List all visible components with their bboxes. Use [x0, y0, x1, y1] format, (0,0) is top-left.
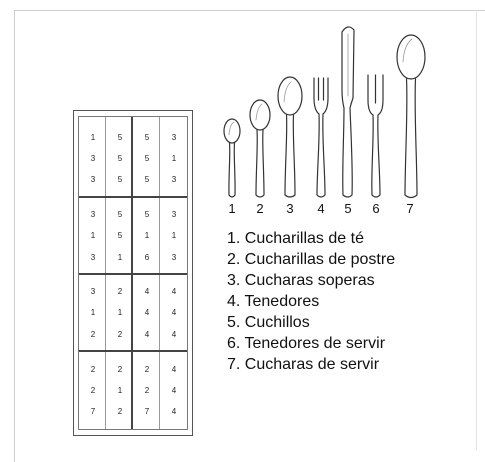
tray-cell: 5	[117, 231, 123, 240]
tray-cell: 4	[171, 287, 177, 296]
tray-cell: 1	[90, 231, 96, 240]
dessert-spoon-icon	[249, 99, 271, 198]
tray-cell: 1	[171, 154, 177, 163]
tray-cell: 5	[144, 210, 150, 219]
legend-item: 2. Cucharillas de postre	[227, 251, 396, 268]
tray-cell: 2	[90, 330, 96, 339]
teaspoon-icon	[223, 118, 241, 198]
legend-item: 1. Cucharillas de té	[227, 230, 364, 247]
tray-cell: 4	[171, 407, 177, 416]
tray-cell: 4	[171, 386, 177, 395]
tray-cell: 3	[90, 154, 96, 163]
tray-cell: 3	[171, 133, 177, 142]
legend-item: 3. Cucharas soperas	[227, 272, 375, 289]
legend-item: 7. Cucharas de servir	[227, 356, 380, 373]
tray-cell: 5	[144, 175, 150, 184]
legend-item: 4. Tenedores	[227, 293, 320, 310]
tray-cell: 5	[117, 210, 123, 219]
legend-item: 6. Tenedores de servir	[227, 335, 386, 352]
frame-left-line	[14, 10, 15, 462]
tray-section-divider-1	[79, 196, 187, 198]
tray-cell: 5	[117, 154, 123, 163]
tray-cell: 7	[144, 407, 150, 416]
tray-cell: 2	[90, 386, 96, 395]
tray-cell: 5	[144, 154, 150, 163]
soup-spoon-icon	[277, 76, 303, 198]
tray-cell: 2	[90, 365, 96, 374]
tray-cell: 1	[117, 386, 123, 395]
cutlery-illustration: 1 2 3 4 5 6 7	[215, 20, 440, 220]
tray-cell: 2	[117, 330, 123, 339]
tray-cell: 2	[144, 365, 150, 374]
cutlery-number: 4	[317, 201, 325, 216]
tray-cell: 4	[171, 365, 177, 374]
tray-cell: 3	[171, 253, 177, 262]
tray-cell: 2	[117, 287, 123, 296]
tray-cell: 4	[171, 308, 177, 317]
tray-cell: 5	[144, 133, 150, 142]
knife-icon	[341, 26, 355, 198]
tray-cell: 1	[144, 231, 150, 240]
tray-section-divider-3	[79, 350, 187, 352]
tray-cell: 1	[90, 133, 96, 142]
tray-cell: 3	[90, 287, 96, 296]
tray-cell: 3	[90, 175, 96, 184]
cutlery-legend: 1. Cucharillas de té 2. Cucharillas de p…	[227, 228, 395, 375]
tray-cell: 5	[117, 175, 123, 184]
cutlery-number: 5	[344, 201, 352, 216]
tray-cell: 4	[144, 330, 150, 339]
tray-cell: 4	[144, 287, 150, 296]
fork-icon	[313, 77, 329, 198]
tray-section-divider-2	[79, 273, 187, 275]
tray-cell: 3	[171, 210, 177, 219]
cutlery-number: 3	[286, 201, 294, 216]
tray-cell: 3	[171, 175, 177, 184]
tray-cell: 1	[117, 308, 123, 317]
cutlery-svg	[223, 26, 426, 199]
tray-cell: 1	[90, 308, 96, 317]
frame-right-line	[476, 10, 477, 450]
tray-cell: 2	[117, 407, 123, 416]
tray-cell: 1	[117, 253, 123, 262]
serving-spoon-icon	[396, 34, 426, 199]
tray-inner-border: 1 5 5 3 3 5 5 1 3 5 5 3 3 5 5 3 1 5 1 1 …	[78, 116, 188, 430]
tray-cell: 4	[144, 308, 150, 317]
legend-item: 5. Cuchillos	[227, 314, 310, 331]
tray-cell: 3	[90, 210, 96, 219]
tray-cell: 3	[90, 253, 96, 262]
tray-cell: 2	[144, 386, 150, 395]
tray-cell: 6	[144, 253, 150, 262]
cutlery-number: 2	[256, 201, 264, 216]
tray-cell: 2	[117, 365, 123, 374]
tray-cell: 5	[117, 133, 123, 142]
serving-fork-icon	[367, 74, 384, 198]
cutlery-number: 6	[372, 201, 380, 216]
cutlery-number: 7	[406, 201, 414, 216]
tray-cell: 1	[171, 231, 177, 240]
tray-cell: 7	[90, 407, 96, 416]
cutlery-tray: 1 5 5 3 3 5 5 1 3 5 5 3 3 5 5 3 1 5 1 1 …	[73, 110, 193, 436]
frame-top-line	[14, 10, 485, 11]
cutlery-number: 1	[228, 201, 236, 216]
tray-cell: 4	[171, 330, 177, 339]
